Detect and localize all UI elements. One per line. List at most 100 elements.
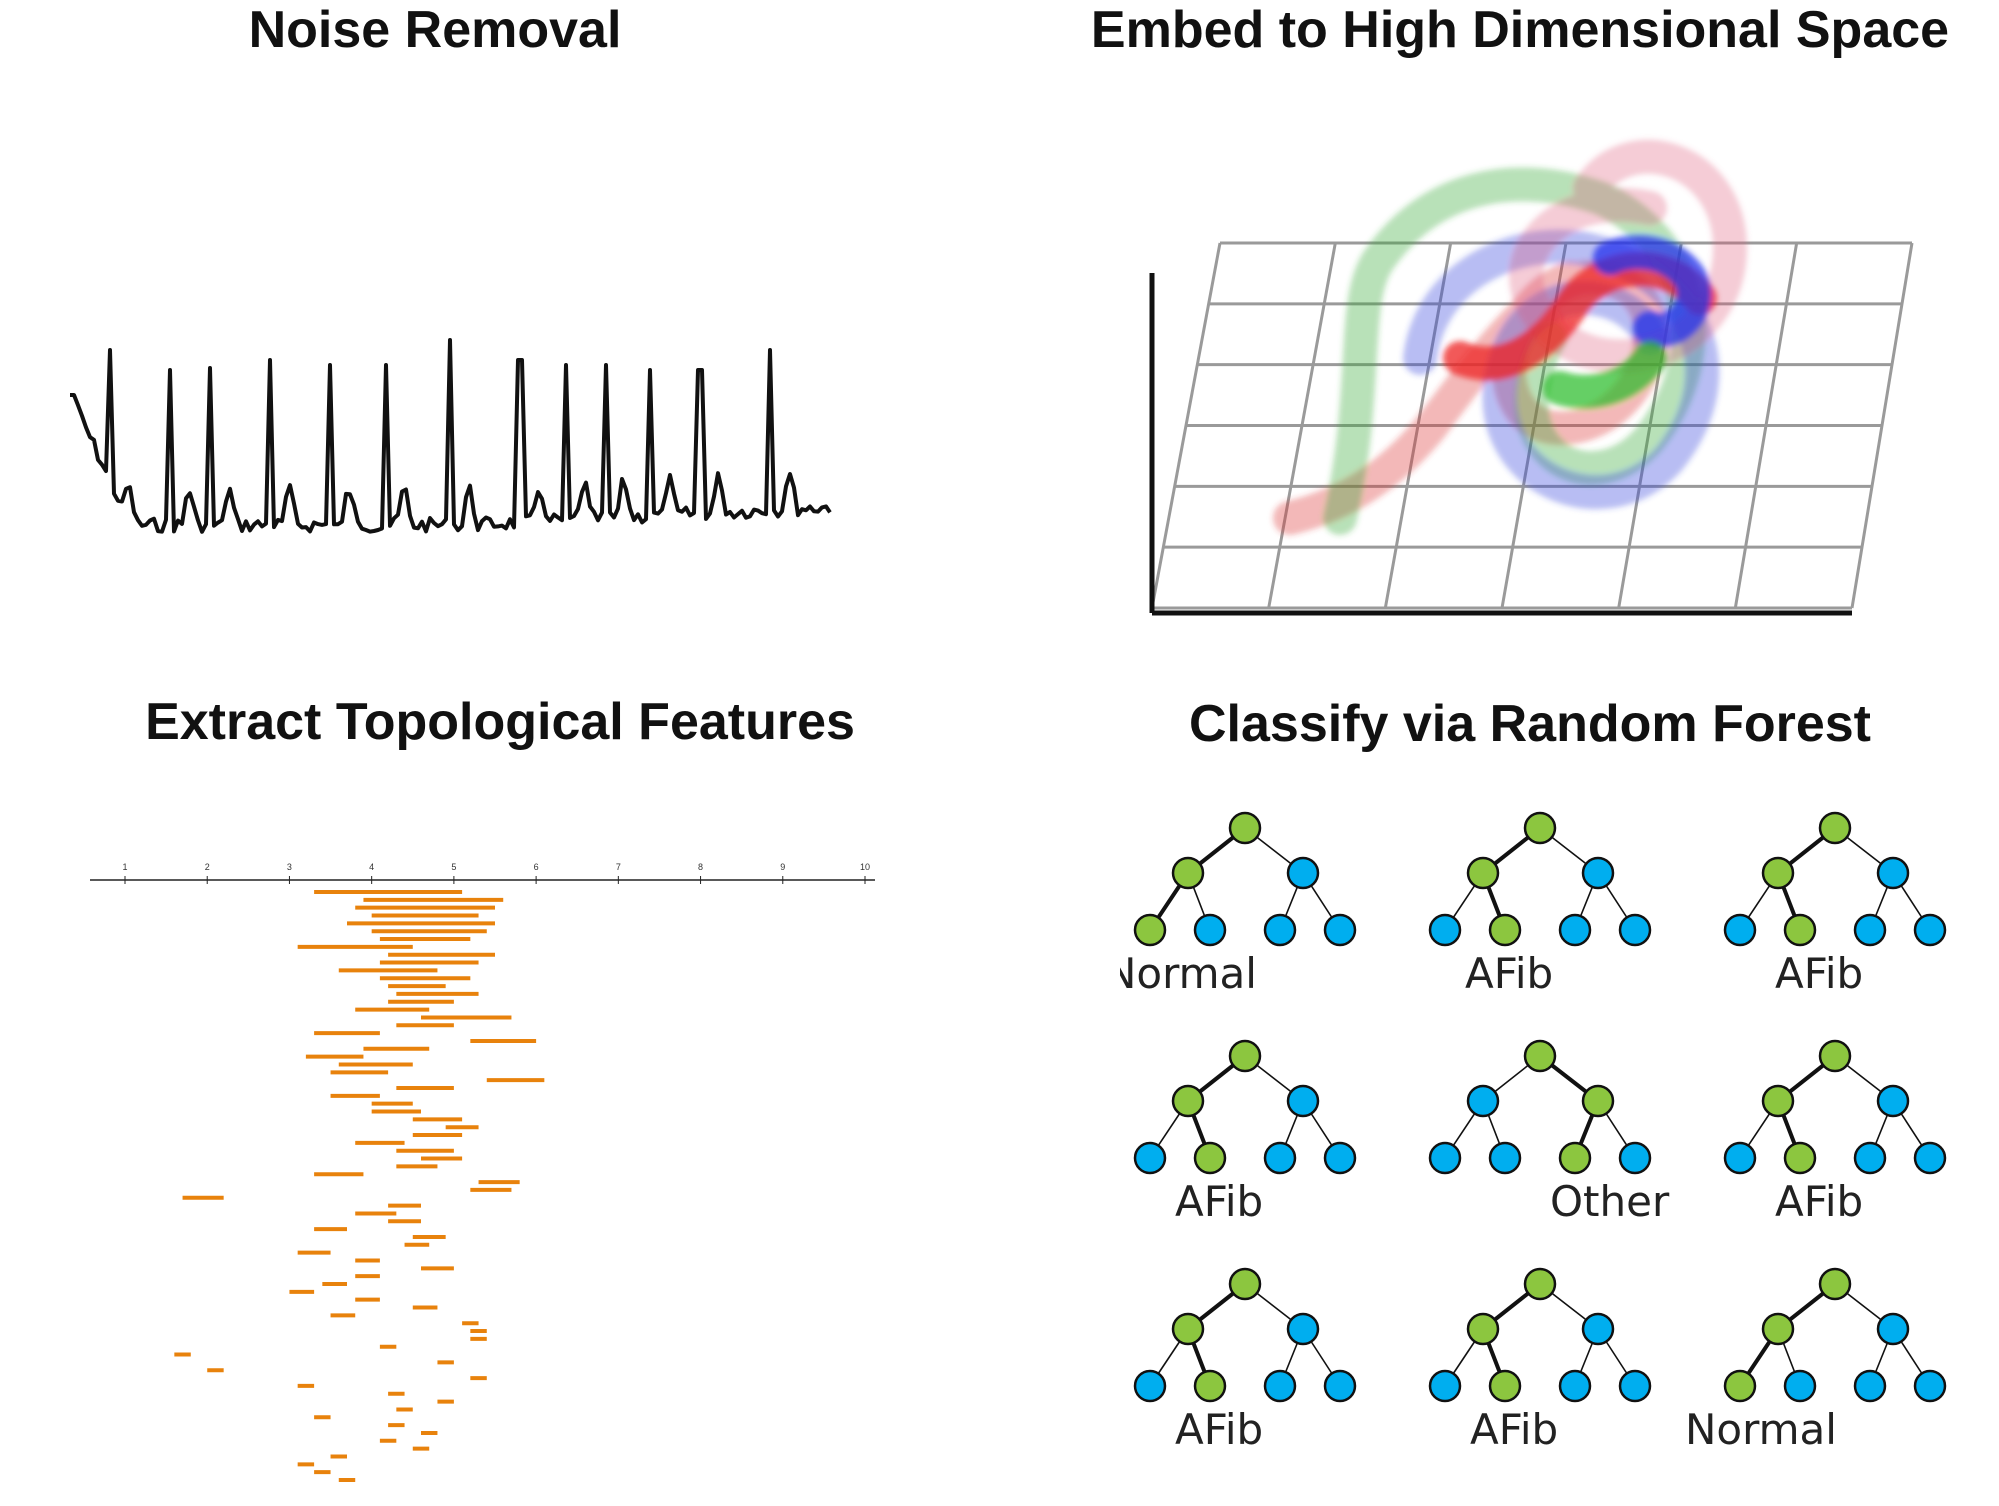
tree-node <box>1761 856 1795 890</box>
tree-class-label: AFib <box>1465 949 1553 998</box>
tree-node <box>1723 1141 1757 1175</box>
tree-node <box>1818 811 1852 845</box>
tree-node <box>1761 1312 1795 1346</box>
classify-title: Classify via Random Forest <box>1189 695 1871 753</box>
tree-node <box>1263 1369 1297 1403</box>
tree-class-label: AFib <box>1775 949 1863 998</box>
tree-node <box>1428 913 1462 947</box>
tree-node <box>1133 1369 1167 1403</box>
tree-node <box>1618 1141 1652 1175</box>
decision-tree: AFib <box>1428 811 1652 998</box>
axis-tick-label: 10 <box>860 862 870 872</box>
tree-node <box>1171 1312 1205 1346</box>
tree-node <box>1761 1084 1795 1118</box>
embed-title: Embed to High Dimensional Space <box>1090 1 1950 59</box>
tree-node <box>1171 856 1205 890</box>
tree-node <box>1488 1141 1522 1175</box>
ecg-trace <box>70 338 832 534</box>
embedding-3d-plot <box>1149 139 1914 616</box>
tree-node <box>1558 1141 1592 1175</box>
tree-node <box>1783 913 1817 947</box>
tree-node <box>1466 1312 1500 1346</box>
tree-class-label: Normal <box>1120 949 1257 998</box>
decision-tree: Normal <box>1685 1267 1947 1454</box>
tree-node <box>1193 1369 1227 1403</box>
tree-node <box>1228 811 1262 845</box>
axis-tick-label: 1 <box>122 862 127 872</box>
tree-node <box>1228 1039 1262 1073</box>
axis-tick-label: 2 <box>205 862 210 872</box>
tree-node <box>1723 1369 1757 1403</box>
tree-node <box>1286 1312 1320 1346</box>
barcode-ticks: 1 2 3 4 5 6 7 8 9 10 <box>122 862 870 884</box>
tree-node <box>1171 1084 1205 1118</box>
tree-node <box>1523 1267 1557 1301</box>
axis-tick-label: 5 <box>451 862 456 872</box>
tree-node <box>1228 1267 1262 1301</box>
decision-tree: Other <box>1428 1039 1670 1226</box>
tree-node <box>1428 1369 1462 1403</box>
tree-node <box>1913 1369 1947 1403</box>
axis-tick-label: 7 <box>616 862 621 872</box>
persistence-barcode: 1 2 3 4 5 6 7 8 9 10 <box>90 862 875 1482</box>
barcode-bars <box>174 890 545 1482</box>
tree-node <box>1783 1141 1817 1175</box>
tree-node <box>1783 1369 1817 1403</box>
tree-node <box>1323 913 1357 947</box>
tree-node <box>1488 1369 1522 1403</box>
tree-node <box>1853 913 1887 947</box>
decision-tree: AFib <box>1723 1039 1947 1226</box>
ecg-signal-plot <box>70 338 832 534</box>
tree-node <box>1913 913 1947 947</box>
tree-node <box>1581 856 1615 890</box>
axis-tick-label: 4 <box>369 862 374 872</box>
decision-tree: AFib <box>1133 1267 1357 1454</box>
tree-node <box>1286 856 1320 890</box>
tree-node <box>1876 1312 1910 1346</box>
tree-node <box>1488 913 1522 947</box>
embedding-trajectories <box>1273 139 1748 535</box>
tree-node <box>1323 1369 1357 1403</box>
decision-tree: AFib <box>1133 1039 1357 1226</box>
tree-node <box>1193 913 1227 947</box>
decision-tree: AFib <box>1428 1267 1652 1454</box>
tree-node <box>1853 1369 1887 1403</box>
tree-class-label: AFib <box>1775 1177 1863 1226</box>
tree-node <box>1818 1267 1852 1301</box>
tree-node <box>1133 913 1167 947</box>
tree-class-label: Other <box>1550 1177 1670 1226</box>
tree-node <box>1193 1141 1227 1175</box>
tree-node <box>1286 1084 1320 1118</box>
tree-node <box>1133 1141 1167 1175</box>
tree-node <box>1466 1084 1500 1118</box>
tree-node <box>1876 856 1910 890</box>
tree-class-label: AFib <box>1470 1405 1558 1454</box>
tree-node <box>1581 1312 1615 1346</box>
tree-node <box>1263 913 1297 947</box>
axis-tick-label: 8 <box>698 862 703 872</box>
tree-node <box>1618 913 1652 947</box>
noise-removal-title: Noise Removal <box>248 1 622 59</box>
tree-node <box>1523 811 1557 845</box>
tree-node <box>1323 1141 1357 1175</box>
extract-features-title: Extract Topological Features <box>145 693 855 751</box>
tree-node <box>1853 1141 1887 1175</box>
tree-node <box>1818 1039 1852 1073</box>
tree-node <box>1558 1369 1592 1403</box>
axis-tick-label: 6 <box>534 862 539 872</box>
tree-class-label: AFib <box>1175 1405 1263 1454</box>
tree-node <box>1558 913 1592 947</box>
tree-node <box>1618 1369 1652 1403</box>
tree-node <box>1428 1141 1462 1175</box>
tree-node <box>1723 913 1757 947</box>
axis-tick-label: 9 <box>780 862 785 872</box>
tree-node <box>1466 856 1500 890</box>
tree-node <box>1263 1141 1297 1175</box>
decision-tree: AFib <box>1723 811 1947 998</box>
tree-node <box>1581 1084 1615 1118</box>
embedding-axes <box>1149 273 1852 616</box>
axis-tick-label: 3 <box>287 862 292 872</box>
tree-node <box>1523 1039 1557 1073</box>
tree-class-label: AFib <box>1175 1177 1263 1226</box>
